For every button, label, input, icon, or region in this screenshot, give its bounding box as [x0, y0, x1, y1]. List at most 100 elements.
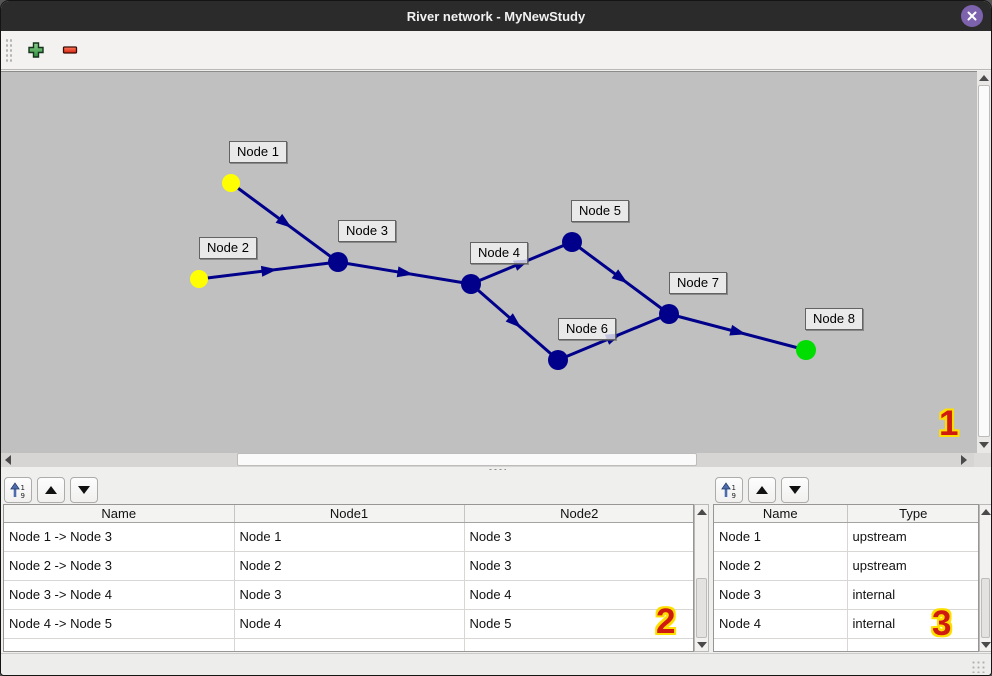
table-cell[interactable]: Node 1 -> Node 3: [4, 522, 235, 552]
triangle-up-icon: [756, 486, 768, 494]
scroll-up-icon[interactable]: [979, 75, 989, 81]
table-cell[interactable]: [464, 638, 693, 651]
scroll-thumb[interactable]: [981, 578, 990, 638]
table-cell[interactable]: Node 3: [714, 580, 848, 610]
node-circle[interactable]: [190, 270, 208, 288]
table-row[interactable]: [714, 638, 978, 651]
close-button[interactable]: [961, 5, 983, 27]
node-label[interactable]: Node 6: [558, 318, 616, 340]
node-circle[interactable]: [562, 232, 582, 252]
edges-sort-button[interactable]: 1 9: [4, 477, 32, 503]
table-cell[interactable]: Node 2: [714, 551, 848, 581]
node-label[interactable]: Node 1: [229, 141, 287, 163]
nodes-move-up-button[interactable]: [748, 477, 776, 503]
node-label[interactable]: Node 7: [669, 272, 727, 294]
table-cell[interactable]: [714, 638, 848, 651]
network-canvas[interactable]: Node 1 Node 2 Node 3 Node 4 Node 5 Node 6 Node…: [1, 71, 977, 453]
edges-table-scrollbar[interactable]: [694, 504, 709, 652]
node-label[interactable]: Node 2: [199, 237, 257, 259]
nodes-sort-button[interactable]: 1 9: [715, 477, 743, 503]
table-cell[interactable]: Node 4 -> Node 5: [4, 609, 235, 639]
node-circle[interactable]: [548, 350, 568, 370]
table-cell[interactable]: Node 3: [464, 551, 693, 581]
node-label[interactable]: Node 5: [571, 200, 629, 222]
table-cell[interactable]: Node 2: [234, 551, 465, 581]
table-cell[interactable]: Node 4: [714, 609, 848, 639]
nodes-table-scrollbar[interactable]: [979, 504, 991, 652]
annotation-1: 1: [939, 404, 959, 443]
edge-arrow-icon: [275, 213, 292, 228]
minus-icon: [62, 46, 78, 54]
table-cell[interactable]: Node 4: [234, 609, 465, 639]
table-cell[interactable]: Node 3 -> Node 4: [4, 580, 235, 610]
table-cell[interactable]: Node 1: [714, 522, 848, 552]
table-cell[interactable]: [234, 638, 465, 651]
resize-grip[interactable]: [971, 660, 987, 673]
scroll-down-icon[interactable]: [696, 642, 707, 648]
scroll-down-icon[interactable]: [979, 442, 989, 448]
node-circle[interactable]: [796, 340, 816, 360]
toolbar-drag-handle[interactable]: [5, 38, 13, 62]
scroll-left-icon[interactable]: [5, 455, 11, 465]
column-header[interactable]: Name: [4, 505, 235, 523]
edges-move-down-button[interactable]: [70, 477, 98, 503]
node-circle[interactable]: [222, 174, 240, 192]
node-circle[interactable]: [659, 304, 679, 324]
edge-arrow-icon: [611, 269, 628, 284]
triangle-down-icon: [78, 486, 90, 494]
column-header[interactable]: Name: [714, 505, 848, 523]
table-cell[interactable]: [847, 638, 978, 651]
node-label[interactable]: Node 4: [470, 242, 528, 264]
horizontal-scroll-thumb[interactable]: [237, 453, 697, 466]
node-label[interactable]: Node 3: [338, 220, 396, 242]
vertical-scroll-thumb[interactable]: [978, 85, 990, 437]
sort-ascending-icon: 1 9: [9, 481, 24, 499]
table-cell[interactable]: upstream: [847, 551, 978, 581]
node-label[interactable]: Node 8: [805, 308, 863, 330]
edges-move-up-button[interactable]: [37, 477, 65, 503]
scroll-thumb[interactable]: [696, 578, 707, 638]
nodes-move-down-button[interactable]: [781, 477, 809, 503]
canvas-horizontal-scrollbar[interactable]: [1, 453, 974, 467]
svg-text:1: 1: [731, 484, 735, 492]
table-cell[interactable]: Node 1: [234, 522, 465, 552]
sort-ascending-icon: 1 9: [720, 481, 735, 499]
table-cell[interactable]: internal: [847, 609, 978, 639]
table-cell[interactable]: Node 5: [464, 609, 693, 639]
scroll-right-icon[interactable]: [961, 455, 967, 465]
column-header[interactable]: Node1: [234, 505, 465, 523]
splitter-handle[interactable]: [1, 467, 991, 472]
table-row[interactable]: [4, 638, 693, 651]
table-cell[interactable]: upstream: [847, 522, 978, 552]
canvas-vertical-scrollbar[interactable]: [977, 71, 991, 453]
column-header[interactable]: Node2: [464, 505, 693, 523]
scroll-up-icon[interactable]: [980, 509, 991, 515]
svg-text:1: 1: [20, 484, 24, 492]
remove-node-button[interactable]: [57, 37, 83, 63]
add-node-button[interactable]: [23, 37, 49, 63]
column-header[interactable]: Type: [847, 505, 978, 523]
node-circle[interactable]: [461, 274, 481, 294]
scroll-down-icon[interactable]: [980, 642, 991, 648]
table-cell[interactable]: internal: [847, 580, 978, 610]
svg-text:9: 9: [20, 492, 24, 499]
table-cell[interactable]: Node 2 -> Node 3: [4, 551, 235, 581]
node-circle[interactable]: [328, 252, 348, 272]
plus-icon: [28, 42, 44, 58]
scroll-up-icon[interactable]: [696, 509, 707, 515]
table-cell[interactable]: Node 4: [464, 580, 693, 610]
table-cell[interactable]: Node 3: [234, 580, 465, 610]
table-cell[interactable]: [4, 638, 235, 651]
table-cell[interactable]: Node 3: [464, 522, 693, 552]
status-bar: [1, 653, 991, 675]
